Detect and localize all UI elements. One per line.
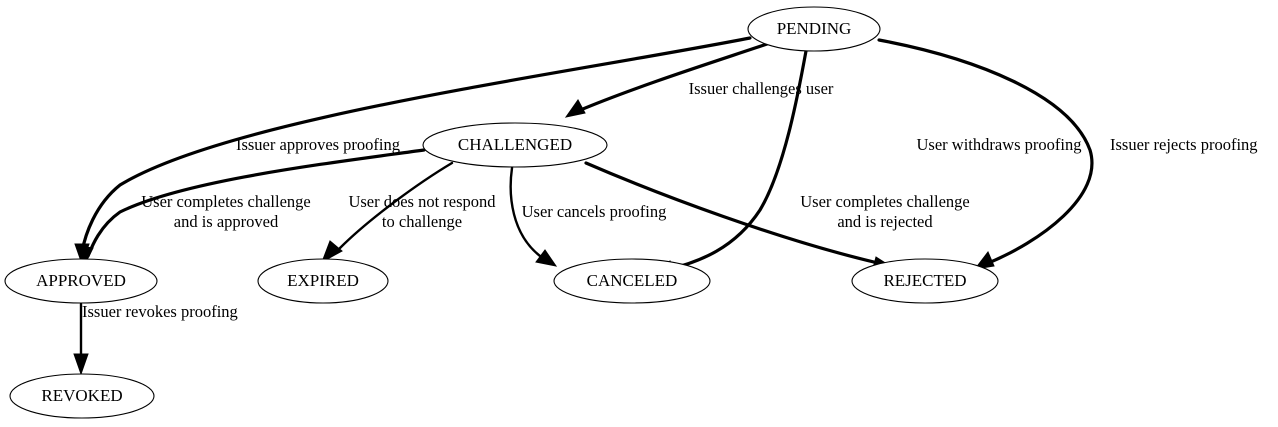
edge-path-pending-canceled bbox=[664, 49, 808, 272]
arrowhead-challenged-approved bbox=[78, 245, 94, 268]
edge-label-challenged-canceled: User cancels proofing bbox=[522, 202, 667, 221]
edge-path-challenged-expired bbox=[338, 161, 454, 250]
node-challenged[interactable]: CHALLENGED bbox=[422, 122, 608, 168]
edge-pending-rejected[interactable] bbox=[877, 38, 1094, 270]
node-label-expired: EXPIRED bbox=[287, 271, 359, 290]
edge-pending-challenged[interactable] bbox=[564, 41, 772, 118]
node-shape-rejected bbox=[851, 258, 999, 304]
edge-label-challenged-approved-line1: User completes challenge bbox=[141, 192, 311, 211]
edge-path-challenged-rejected bbox=[584, 161, 880, 265]
node-label-revoked: REVOKED bbox=[41, 386, 122, 405]
node-label-rejected: REJECTED bbox=[883, 271, 966, 290]
edge-approved-revoked[interactable] bbox=[73, 302, 89, 376]
edge-label-challenged-rejected-line1: User completes challenge bbox=[800, 192, 970, 211]
node-label-pending: PENDING bbox=[777, 19, 852, 38]
edge-label-pending-rejected: Issuer rejects proofing bbox=[1110, 135, 1258, 154]
node-shape-canceled bbox=[553, 258, 711, 304]
arrowhead-challenged-expired bbox=[321, 240, 343, 264]
arrowhead-challenged-canceled bbox=[535, 249, 558, 267]
node-approved[interactable]: APPROVED bbox=[4, 258, 158, 304]
edge-challenged-canceled[interactable] bbox=[509, 166, 558, 267]
edge-challenged-approved[interactable] bbox=[78, 148, 426, 268]
arrowhead-pending-challenged bbox=[564, 99, 586, 118]
node-shape-approved bbox=[4, 258, 158, 304]
arrowhead-pending-rejected bbox=[973, 251, 995, 270]
node-rejected[interactable]: REJECTED bbox=[851, 258, 999, 304]
node-revoked[interactable]: REVOKED bbox=[9, 373, 155, 419]
node-pending[interactable]: PENDING bbox=[747, 6, 881, 52]
node-expired[interactable]: EXPIRED bbox=[257, 258, 389, 304]
edge-path-pending-rejected bbox=[877, 38, 1094, 266]
node-shape-expired bbox=[257, 258, 389, 304]
edge-label-approved-revoked: Issuer revokes proofing bbox=[82, 302, 238, 321]
node-shape-revoked bbox=[9, 373, 155, 419]
edge-label-pending-approved: Issuer approves proofing bbox=[236, 135, 400, 154]
edge-challenged-expired[interactable] bbox=[321, 161, 454, 264]
arrowhead-approved-revoked bbox=[73, 353, 89, 376]
edge-path-challenged-canceled bbox=[509, 166, 542, 258]
edge-path-pending-challenged bbox=[576, 41, 772, 113]
edge-path-challenged-approved bbox=[86, 148, 426, 258]
edge-label-challenged-approved-line2: and is approved bbox=[174, 212, 279, 231]
edge-path-pending-approved bbox=[80, 36, 752, 254]
node-label-approved: APPROVED bbox=[36, 271, 126, 290]
edge-label-pending-challenged: Issuer challenges user bbox=[689, 79, 834, 98]
node-canceled[interactable]: CANCELED bbox=[553, 258, 711, 304]
edge-label-challenged-expired-line2: to challenge bbox=[382, 212, 462, 231]
node-label-canceled: CANCELED bbox=[587, 271, 678, 290]
edge-label-challenged-expired-line1: User does not respond bbox=[348, 192, 496, 211]
node-shape-challenged bbox=[422, 122, 608, 168]
node-shape-pending bbox=[747, 6, 881, 52]
node-label-challenged: CHALLENGED bbox=[458, 135, 572, 154]
edge-label-pending-canceled: User withdraws proofing bbox=[917, 135, 1082, 154]
edge-label-challenged-rejected-line2: and is rejected bbox=[837, 212, 933, 231]
